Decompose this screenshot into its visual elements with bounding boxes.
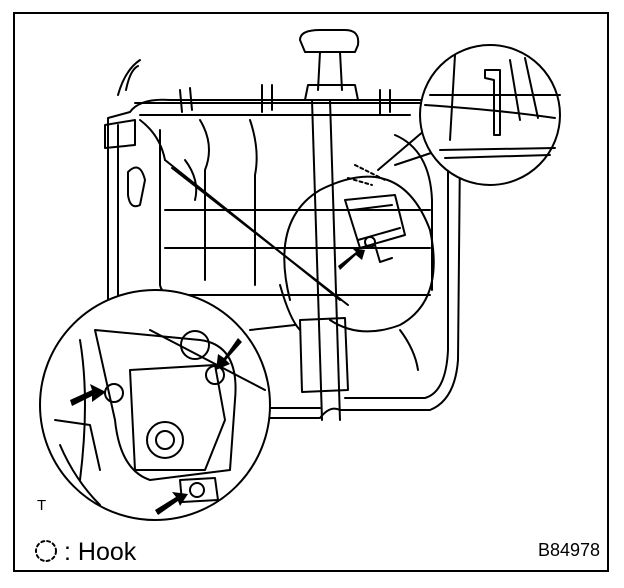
- hook-legend: : Hook: [32, 537, 136, 567]
- figure-frame: [13, 12, 609, 572]
- arrow-bottom-bolt-icon: [155, 492, 188, 515]
- hook-detail-bubble: [377, 44, 561, 186]
- hook-legend-icon: [35, 540, 57, 562]
- seat-back-frame: [104, 29, 461, 421]
- bolt-detail-bubble: [39, 289, 296, 521]
- arrow-motor-bolt-icon: [338, 248, 365, 270]
- arrow-right-bolt-icon: [216, 338, 242, 370]
- figure-code: B84978: [537, 540, 600, 560]
- legend-label: : Hook: [64, 537, 137, 566]
- arrow-left-bolt-icon: [70, 384, 106, 406]
- corner-letter: T: [37, 497, 47, 514]
